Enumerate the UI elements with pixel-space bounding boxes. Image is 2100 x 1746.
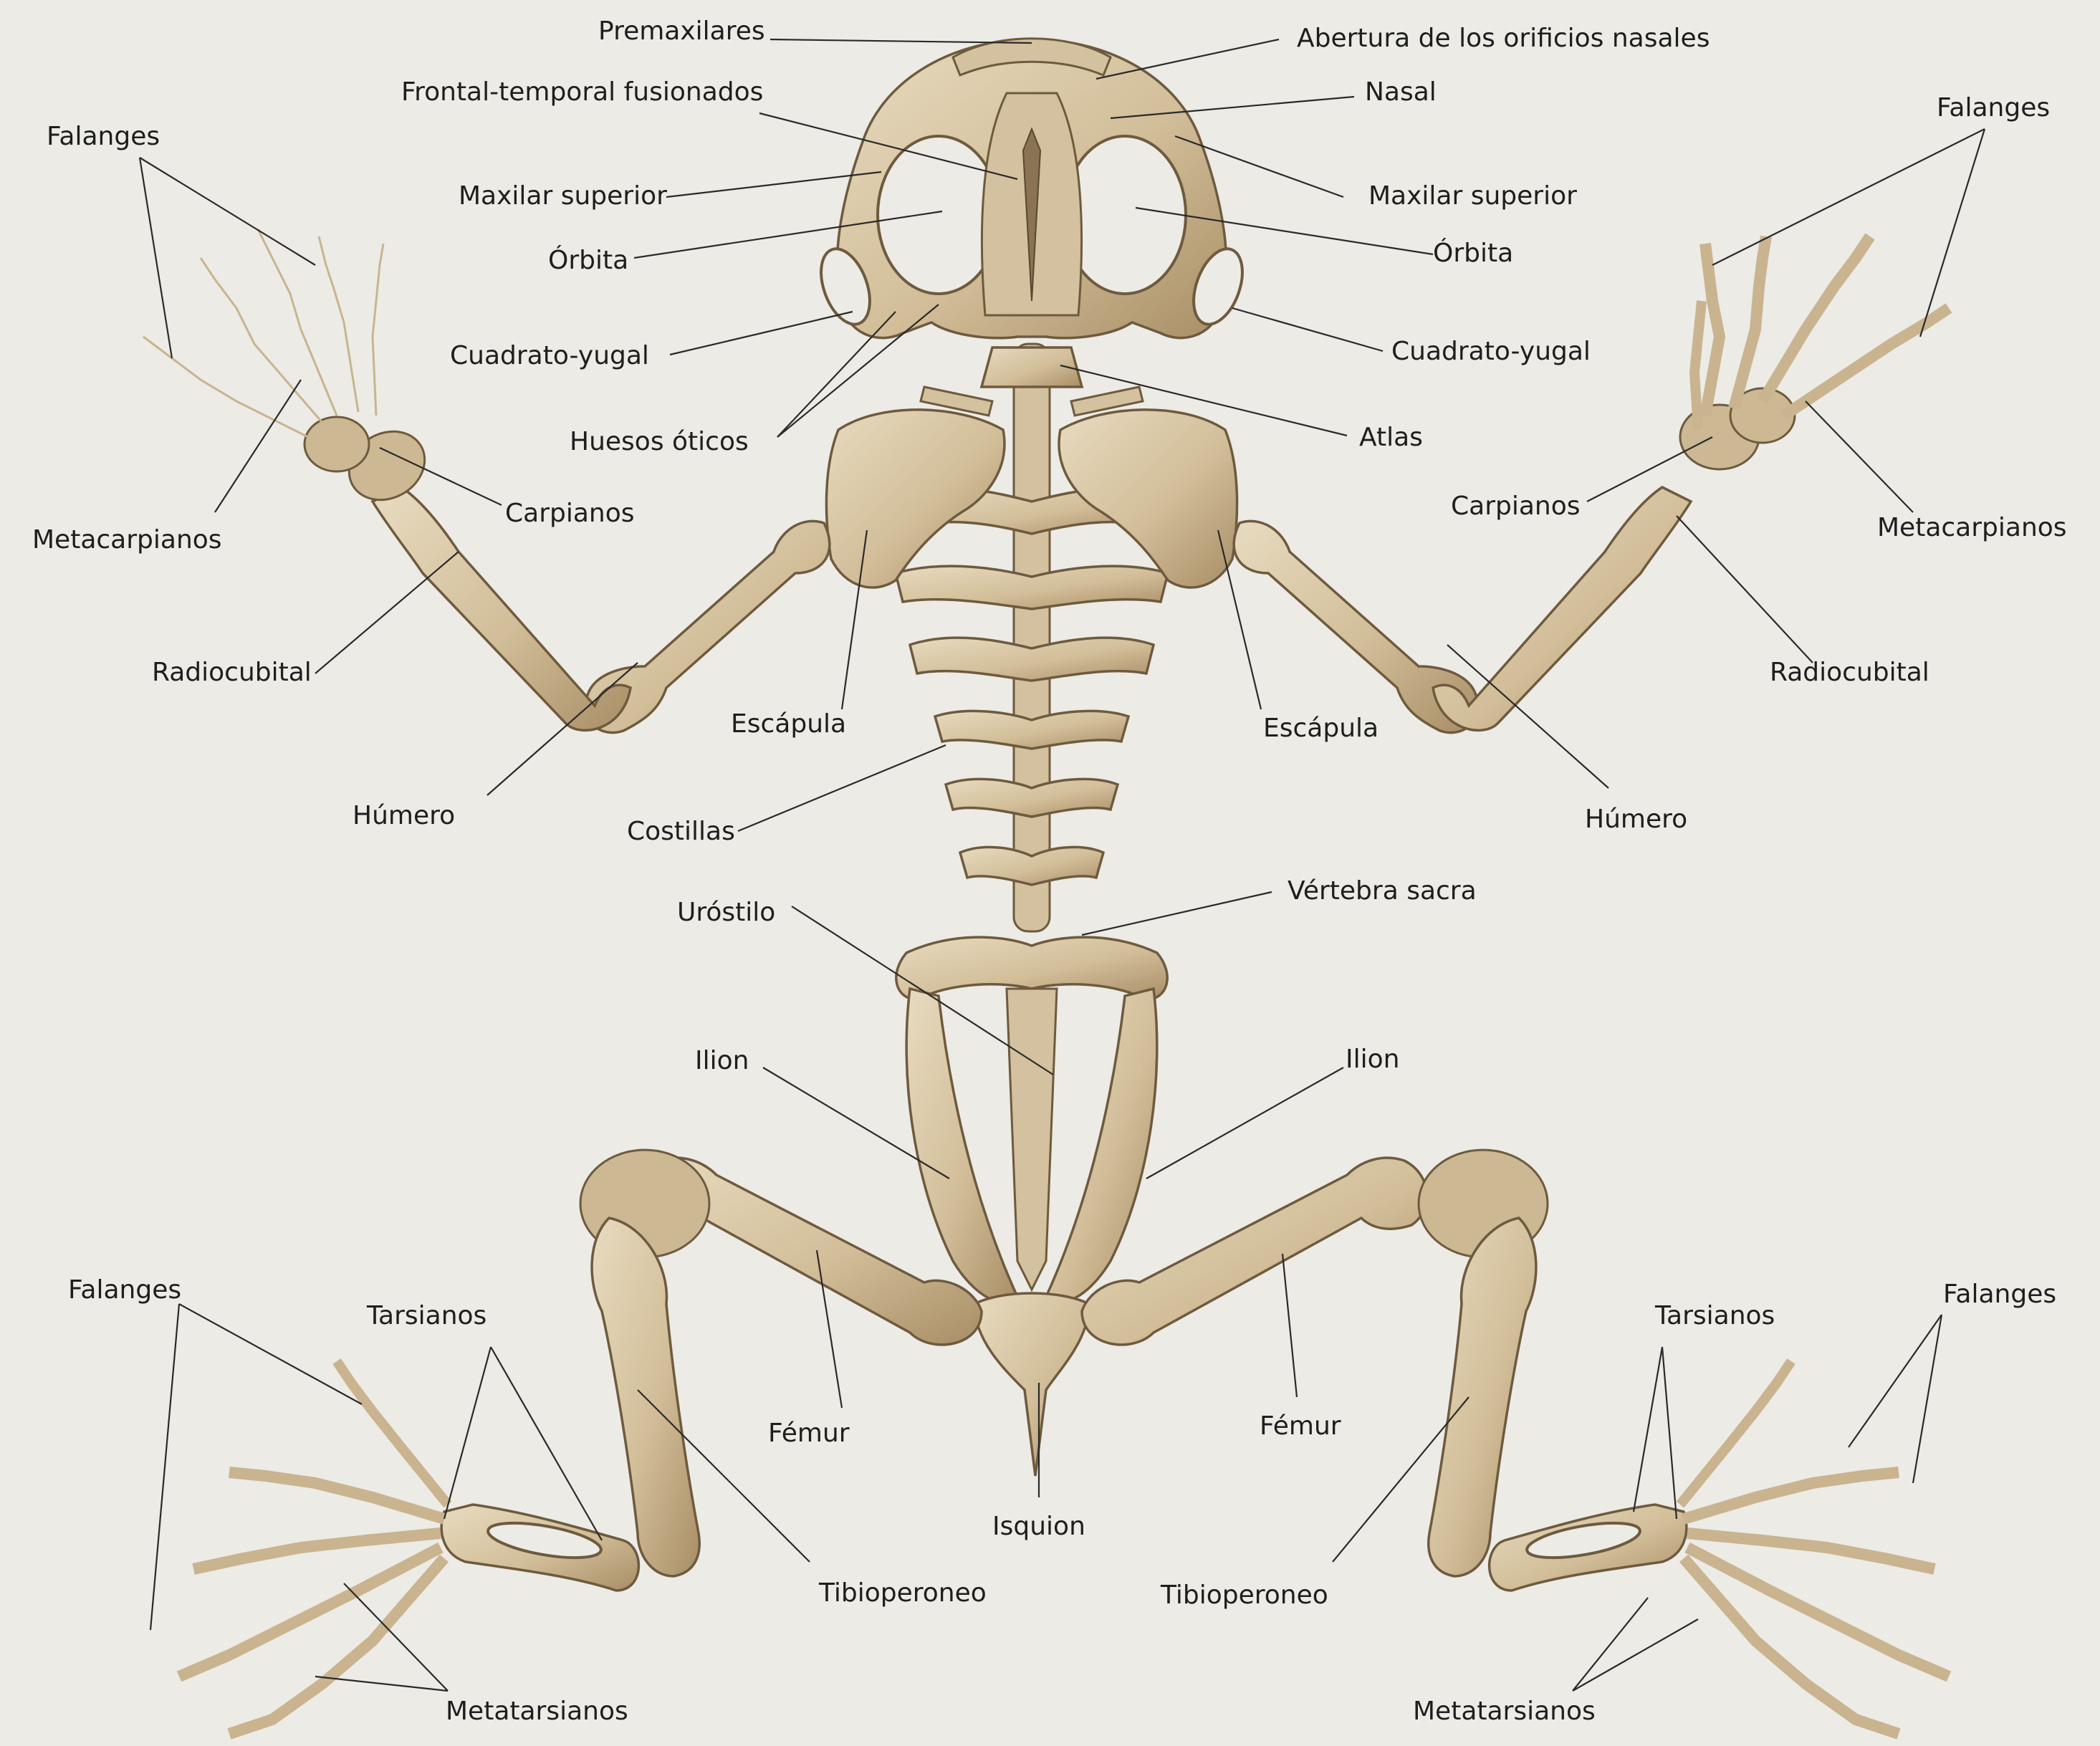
- label-frontal-temporal: Frontal-temporal fusionados: [401, 77, 763, 107]
- label-vertebra-sacra: Vértebra sacra: [1288, 876, 1477, 906]
- label-escapula-right: Escápula: [1263, 714, 1379, 743]
- label-nasal: Nasal: [1365, 77, 1437, 107]
- label-ilion-left: Ilion: [695, 1046, 749, 1075]
- skeleton-illustration: [143, 39, 1949, 1734]
- label-falanges-top-right: Falanges: [1937, 93, 2050, 123]
- label-cuadrato-yugal-left: Cuadrato-yugal: [450, 341, 649, 370]
- label-tibioperoneo-right: Tibioperoneo: [1160, 1580, 1328, 1610]
- label-femur-left: Fémur: [768, 1419, 850, 1448]
- right-leg: [1082, 1150, 1949, 1734]
- label-cuadrato-yugal-right: Cuadrato-yugal: [1391, 337, 1591, 366]
- label-urostilo: Uróstilo: [677, 898, 775, 927]
- label-humero-right: Húmero: [1585, 805, 1687, 834]
- label-abertura-orificios-nasales: Abertura de los orificios nasales: [1297, 24, 1710, 53]
- label-humero-left: Húmero: [353, 801, 455, 830]
- label-metacarpianos-right: Metacarpianos: [1877, 513, 2067, 542]
- label-falanges-top-left: Falanges: [47, 122, 160, 151]
- label-maxilar-superior-left: Maxilar superior: [459, 181, 667, 211]
- label-orbita-right: Órbita: [1433, 238, 1513, 268]
- label-femur-right: Fémur: [1260, 1411, 1341, 1441]
- label-isquion: Isquion: [992, 1512, 1085, 1541]
- label-falanges-bottom-right: Falanges: [1943, 1280, 2056, 1309]
- label-carpianos-right: Carpianos: [1451, 491, 1581, 521]
- label-maxilar-superior-right: Maxilar superior: [1368, 181, 1577, 211]
- label-tarsianos-left: Tarsianos: [366, 1301, 486, 1330]
- label-ilion-right: Ilion: [1346, 1045, 1399, 1074]
- spine: [826, 344, 1237, 931]
- label-atlas: Atlas: [1359, 423, 1423, 452]
- label-carpianos-left: Carpianos: [505, 499, 635, 528]
- label-metatarsianos-right: Metatarsianos: [1413, 1697, 1596, 1726]
- label-tibioperoneo-left: Tibioperoneo: [818, 1578, 987, 1608]
- label-orbita-left: Órbita: [548, 245, 628, 275]
- label-escapula-left: Escápula: [731, 709, 846, 739]
- label-costillas: Costillas: [627, 817, 735, 846]
- label-metacarpianos-left: Metacarpianos: [32, 525, 222, 555]
- left-leg: [179, 1150, 982, 1734]
- label-radiocubital-left: Radiocubital: [152, 658, 312, 687]
- label-tarsianos-right: Tarsianos: [1654, 1301, 1775, 1330]
- label-falanges-bottom-left: Falanges: [68, 1275, 181, 1305]
- label-radiocubital-right: Radiocubital: [1770, 658, 1929, 687]
- label-metatarsianos-left: Metatarsianos: [446, 1697, 628, 1726]
- label-premaxilares: Premaxilares: [598, 16, 765, 46]
- label-huesos-oticos: Huesos óticos: [570, 427, 749, 456]
- skull: [812, 39, 1252, 338]
- pelvis: [896, 937, 1167, 1476]
